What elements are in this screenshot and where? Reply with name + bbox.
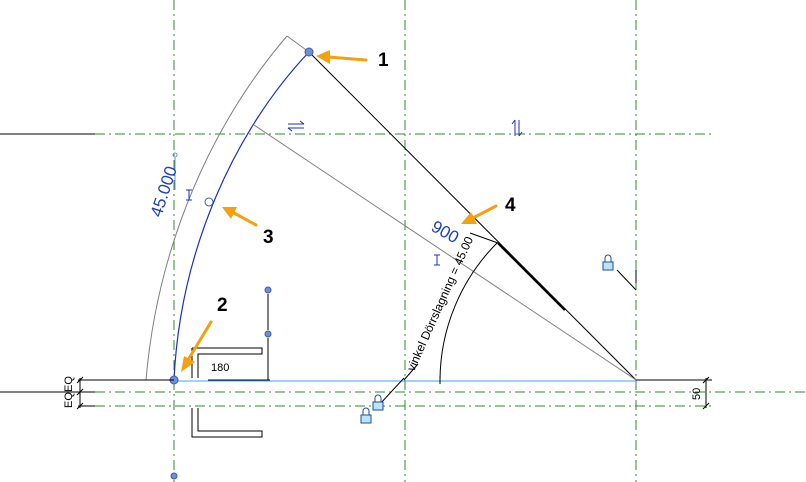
grips[interactable] (169, 47, 314, 480)
dimension-toggle-icon[interactable] (186, 189, 440, 266)
flip-horizontal-icon[interactable] (287, 120, 305, 132)
angle-parameter-label: vinkel Dörrslagning = 45.00 (404, 234, 476, 373)
angle-value[interactable]: 900 (428, 217, 462, 247)
callout-1: 1 (378, 50, 389, 71)
height-dimension[interactable] (636, 376, 712, 410)
door-handle[interactable] (191, 294, 270, 438)
lock-icon[interactable] (602, 254, 614, 271)
arc-length-dimension[interactable] (172, 152, 178, 190)
reference-swing-lines (145, 35, 637, 381)
door-swing-arc[interactable] (173, 51, 310, 381)
eq-label-bottom: EQ (63, 392, 75, 408)
grip-end (304, 47, 314, 57)
grip-handle-top (264, 286, 272, 294)
callout-3: 3 (263, 227, 274, 248)
grip-bottom (170, 472, 178, 480)
reference-planes (95, 0, 806, 482)
wall-lines (0, 133, 95, 393)
grip-mid (204, 197, 214, 207)
handle-width-value: 180 (211, 362, 229, 374)
callout-2: 2 (217, 295, 228, 316)
angle-dimension[interactable] (403, 232, 499, 384)
lock-icon[interactable] (372, 394, 384, 411)
lock-icon[interactable] (360, 407, 372, 424)
callout-arrows (181, 50, 498, 372)
arc-length-value[interactable]: 45.000 (147, 164, 181, 219)
grip-handle-mid (264, 330, 272, 338)
eq-dimension[interactable] (76, 376, 174, 410)
height-value: 50 (691, 388, 703, 400)
eq-label-top: EQ (63, 376, 75, 392)
callout-4: 4 (505, 195, 516, 216)
flip-vertical-icon[interactable] (511, 119, 523, 137)
